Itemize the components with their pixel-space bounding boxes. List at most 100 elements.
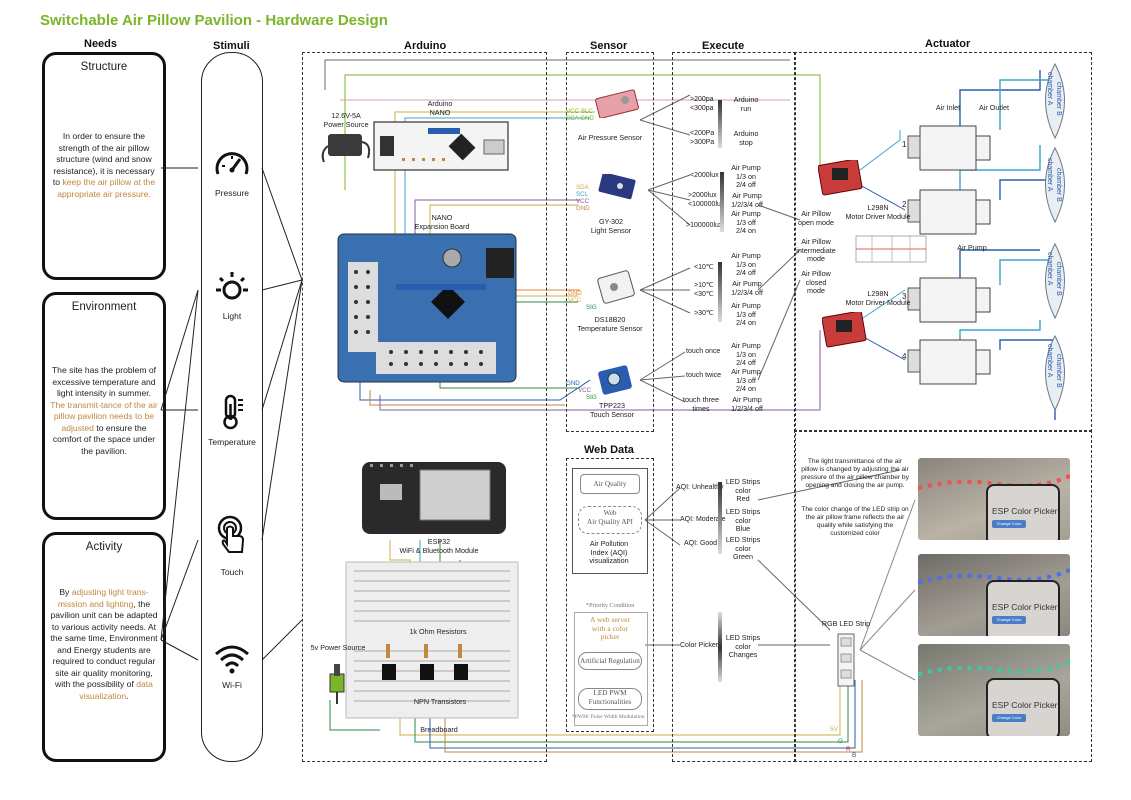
led-pwm-box: LED PWM Functionalities — [578, 688, 642, 710]
motor-driver-2 — [822, 312, 867, 348]
exec-temp-gradient-bar — [718, 262, 722, 322]
chamber-label-3a: chamber A — [1046, 252, 1053, 286]
pump-number-2: 2 — [902, 200, 907, 209]
pin-gnd: GND — [568, 290, 582, 297]
exec-touch-cond-2: touch twice — [686, 372, 722, 379]
arduino-nano-board — [373, 121, 509, 171]
exec-light-act-1: Air Pump 1/3 on 2/4 off — [731, 163, 761, 189]
exec-pressure-gradient-bar — [718, 100, 722, 148]
phone-blue-title: ESP Color Picker — [992, 602, 1058, 612]
chamber-label-4a: chamber A — [1046, 344, 1053, 378]
exec-aqi-gradient-bar — [718, 482, 722, 554]
phone-red-button[interactable]: Change Color — [992, 520, 1026, 528]
photo-led-red: ESP Color Picker Change Color — [918, 458, 1070, 540]
resistors-label: 1k Ohm Resistors — [409, 627, 467, 636]
needs-structure-box: Structure In order to ensure the strengt… — [42, 52, 166, 280]
exec-aqi-act-3: LED Strips color Green — [725, 535, 761, 561]
needs-environment-title: Environment — [71, 301, 137, 313]
pin-gnd: GND — [576, 205, 590, 212]
touch-sensor-module — [598, 365, 632, 395]
light-sensor-label: GY-302 Light Sensor — [590, 217, 632, 235]
phone-green-title: ESP Color Picker — [992, 700, 1058, 710]
execute-header: Execute — [702, 40, 745, 52]
rgb-led-strip — [837, 633, 855, 687]
exec-light-cond-1: <2000lux — [690, 172, 719, 179]
pin-sig: SIG — [586, 394, 597, 401]
phone-green-button[interactable]: Change Color — [992, 714, 1026, 722]
wire-label-5v: 5V — [830, 726, 838, 733]
needs-activity-text: By adjusting light trans-mission and lig… — [49, 587, 159, 702]
exec-temp-act-3: Air Pump 1/3 off 2/4 on — [731, 301, 761, 327]
chamber-label-3b: chamber B — [1055, 262, 1062, 296]
exec-touch-cond-1: touch once — [686, 348, 721, 355]
air-inlet-label: Air Inlet — [935, 103, 961, 112]
activity-text-highlight-1: adjusting light trans-mission and lighti… — [57, 587, 149, 609]
exec-light-cond-2: >2000lux <100000lux — [688, 192, 725, 208]
exec-touch-act-2: Air Pump 1/3 off 2/4 on — [731, 367, 761, 393]
needs-activity-box: Activity By adjusting light trans-missio… — [42, 532, 166, 762]
stimuli-wifi-label: Wi-Fi — [222, 680, 242, 690]
pressure-sensor-pins: VCC SLC SCA GND — [566, 108, 594, 122]
chamber-label-2a: chamber A — [1046, 158, 1053, 192]
wifi-icon — [215, 645, 249, 674]
stimuli-header: Stimuli — [213, 40, 250, 52]
exec-pressure-cond-2: <200Pa >300Pa — [690, 130, 715, 146]
needs-environment-box: Environment The site has the problem of … — [42, 292, 166, 520]
environment-text-a: The site has the problem of excessive te… — [51, 365, 157, 398]
light-sensor-module — [598, 174, 636, 200]
power-jack-icon — [329, 664, 345, 704]
mode-schematic — [855, 235, 927, 263]
activity-text-highlight-2: data visualization — [79, 679, 153, 701]
phone-blue-button[interactable]: Change Color — [992, 616, 1026, 624]
expansion-board — [337, 233, 517, 383]
pump-number-1: 1 — [902, 140, 907, 149]
page-title: Switchable Air Pillow Pavilion - Hardwar… — [40, 12, 388, 29]
exec-picker-act: LED Strips color Changes — [725, 633, 761, 659]
power-adapter-icon — [321, 134, 371, 163]
phone-blue: ESP Color Picker Change Color — [986, 580, 1060, 636]
pin-vcc: VCC — [568, 297, 582, 304]
breadboard-label: Breadboard — [420, 725, 458, 734]
chamber-label-1a: chamber A — [1046, 72, 1053, 106]
esp32-board — [362, 462, 506, 534]
pressure-sensor-module — [595, 89, 639, 118]
exec-temp-act-1: Air Pump 1/3 on 2/4 off — [731, 251, 761, 277]
needs-structure-title: Structure — [80, 61, 128, 73]
execute-panel — [672, 52, 796, 762]
motor-driver-1-label: L298N Motor Driver Module — [845, 203, 911, 221]
light-sensor-pins: SDA SCL VCC GND — [576, 184, 604, 212]
web-server-text: A web server with a color picker — [589, 615, 631, 641]
chamber-label-4b: chamber B — [1055, 354, 1062, 388]
exec-light-act-2: Air Pump 1/2/3/4 off — [731, 191, 763, 209]
transistors-label: NPN Transistors — [413, 697, 467, 706]
exec-pressure-act-1: Arduino run — [733, 95, 759, 113]
led-glow-blue — [918, 568, 1070, 584]
exec-picker-gradient-bar — [718, 612, 722, 682]
esp32-label: ESP32 WiFi & Bluetooth Module — [399, 537, 479, 555]
environment-text-b: to ensure the comfort of the space under… — [52, 422, 156, 456]
temperature-sensor-label: DS18B20 Temperature Sensor — [577, 315, 643, 333]
pin-slc: SLC — [580, 108, 593, 115]
pin-gnd: GND — [566, 380, 580, 387]
exec-aqi-act-1: LED Strips color Red — [725, 477, 761, 503]
stimuli-light-label: Light — [222, 311, 242, 321]
sensor-panel — [566, 52, 654, 432]
temperature-sensor-pins: GND VCC SIG — [568, 290, 597, 311]
phone-red: ESP Color Picker Change Color — [986, 484, 1060, 540]
exec-aqi-cond-1: AQI: Unhealthy — [676, 484, 724, 491]
pin-sda: SDA — [576, 184, 589, 191]
temperature-sensor-module — [597, 270, 635, 304]
motor-driver-2-label: L298N Motor Driver Module — [845, 289, 911, 307]
exec-picker-cond: Color Picker — [680, 642, 719, 649]
actuator-top-panel — [794, 52, 1092, 432]
exec-aqi-cond-2: AQI: Moderate — [680, 516, 726, 523]
exec-aqi-act-2: LED Strips color Blue — [725, 507, 761, 533]
activity-text-a: By — [59, 587, 72, 597]
pin-sig: SIG — [586, 304, 597, 311]
pressure-sensor-label: Air Pressure Sensor — [577, 133, 643, 142]
chamber-label-1b: chamber B — [1055, 82, 1062, 116]
pin-vcc: VCC — [576, 198, 590, 205]
touch-hand-icon — [217, 515, 245, 553]
mode-open-label: Air Pillow open mode — [798, 209, 834, 227]
pwm-note: *PWM: Pulse Width Modulation — [572, 714, 645, 720]
